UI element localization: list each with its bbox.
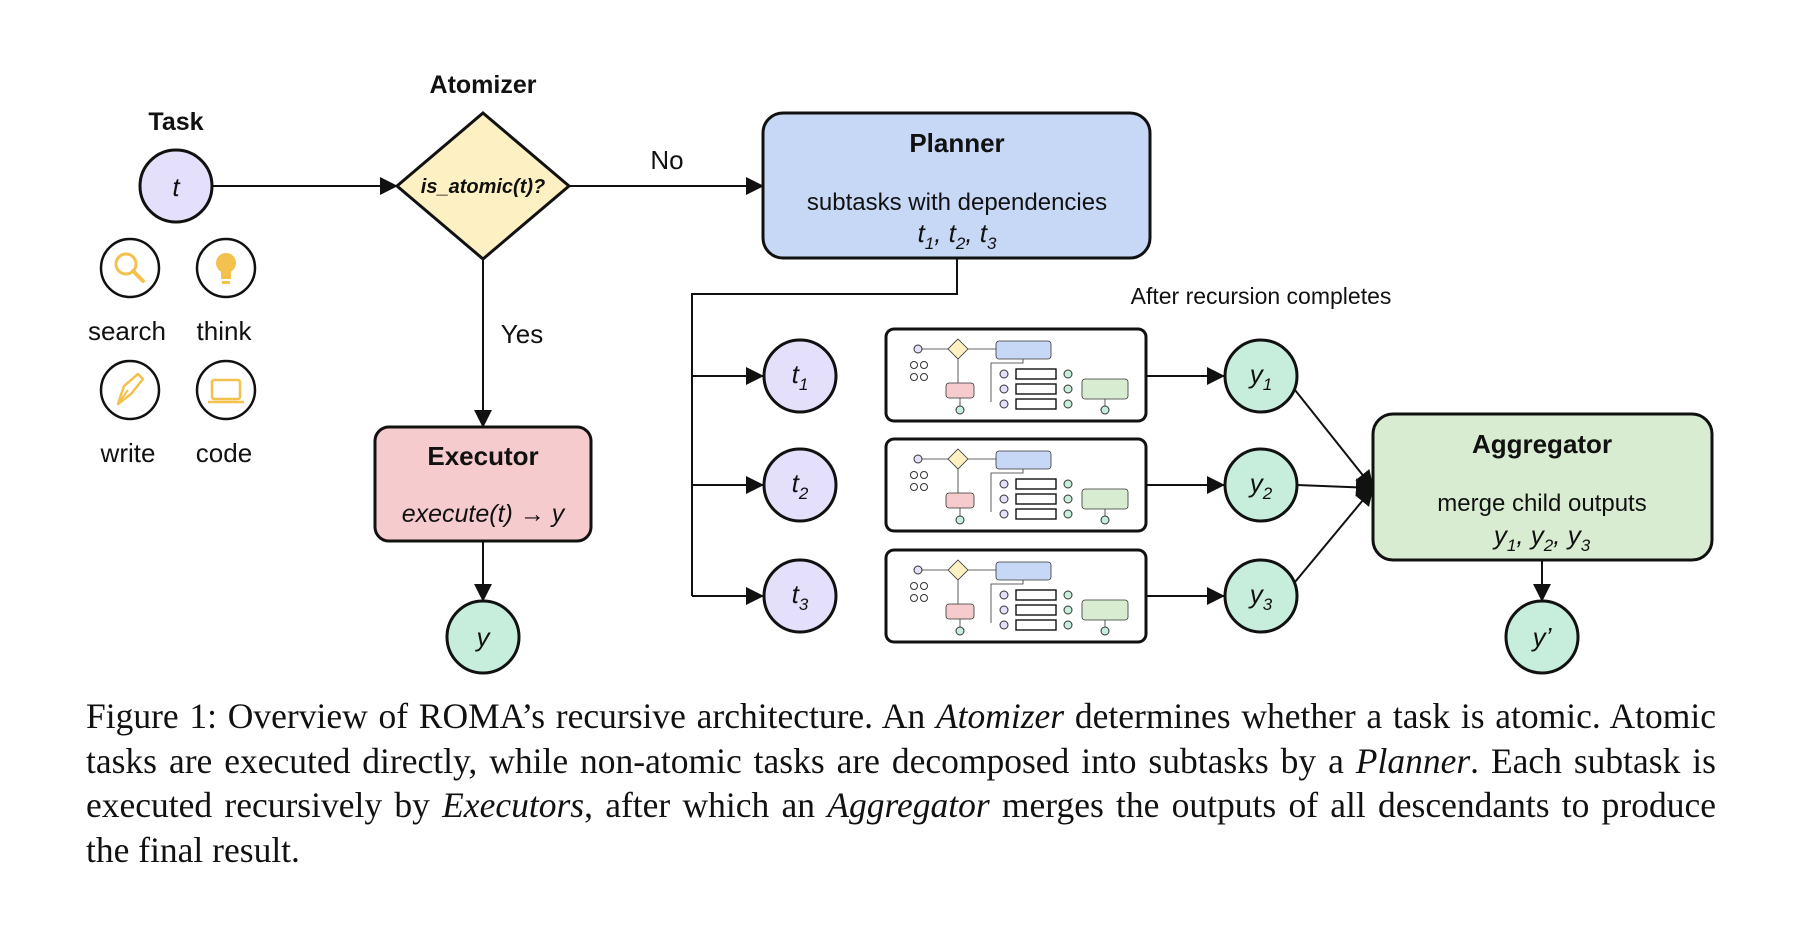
- svg-text:t1: t1: [792, 359, 809, 394]
- caption-term-executors: Executors: [442, 785, 585, 825]
- arrow-y3-to-aggregator: [1294, 487, 1374, 583]
- executor-formula: execute(t) → y: [402, 500, 566, 528]
- tool-label-write: write: [100, 438, 156, 468]
- subtask-row-1: t1 y1: [762, 327, 1299, 423]
- laptop-icon: [195, 359, 257, 421]
- executor-output-symbol: y: [475, 622, 492, 652]
- pen-nib-icon: [99, 359, 161, 421]
- task-title: Task: [148, 108, 203, 136]
- subtask-row-3: t3 y3: [762, 548, 1299, 644]
- subtask-node: [762, 338, 838, 414]
- lightbulb-icon: [195, 237, 257, 299]
- planner-branch-connector: [691, 258, 958, 596]
- svg-text:y3: y3: [1248, 579, 1273, 614]
- tool-label-code: code: [196, 438, 252, 468]
- tool-label-think: think: [197, 316, 253, 346]
- atomizer-title: Atomizer: [430, 71, 537, 99]
- aggregator-subtitle: merge child outputs: [1437, 490, 1646, 517]
- svg-text:y1: y1: [1248, 359, 1272, 394]
- planner-title: Planner: [909, 128, 1004, 158]
- planner-subtitle: subtasks with dependencies: [807, 189, 1107, 216]
- svg-text:y2: y2: [1248, 468, 1273, 503]
- executor-output-node: [445, 599, 521, 675]
- subtask-node: [762, 447, 838, 523]
- aggregator-title: Aggregator: [1472, 429, 1612, 459]
- atomizer-question: is_atomic(t)?: [421, 176, 545, 198]
- caption-term-planner: Planner: [1355, 740, 1471, 781]
- recursion-note: After recursion completes: [1131, 283, 1392, 309]
- svg-text:t3: t3: [792, 579, 809, 614]
- branch-no-label: No: [650, 145, 683, 175]
- final-output-symbol: y’: [1531, 622, 1553, 652]
- arrow-y1-to-aggregator: [1294, 389, 1374, 489]
- task-symbol: t: [172, 172, 181, 202]
- result-node: [1223, 558, 1299, 634]
- tool-label-search: search: [88, 316, 166, 346]
- figure-caption: Figure 1: Overview of ROMA’s recursive a…: [86, 696, 1717, 870]
- final-output-node: [1504, 599, 1580, 675]
- subtask-node: [762, 558, 838, 634]
- arrow-y2-to-aggregator: [1296, 478, 1374, 497]
- result-node: [1223, 338, 1299, 414]
- architecture-diagram: Task t search think write code Atomizer …: [88, 71, 1714, 675]
- magnifier-icon: [99, 237, 161, 299]
- caption-term-atomizer: Atomizer: [935, 696, 1065, 736]
- svg-text:t2: t2: [792, 468, 809, 503]
- planner-outputs: t1, t2, t3: [917, 218, 997, 253]
- branch-yes-label: Yes: [501, 319, 543, 349]
- executor-title: Executor: [427, 441, 538, 471]
- caption-term-aggregator: Aggregator: [827, 785, 990, 825]
- aggregator-outputs: y1, y2, y3: [1492, 520, 1591, 555]
- subtask-row-2: t2 y2: [762, 437, 1299, 533]
